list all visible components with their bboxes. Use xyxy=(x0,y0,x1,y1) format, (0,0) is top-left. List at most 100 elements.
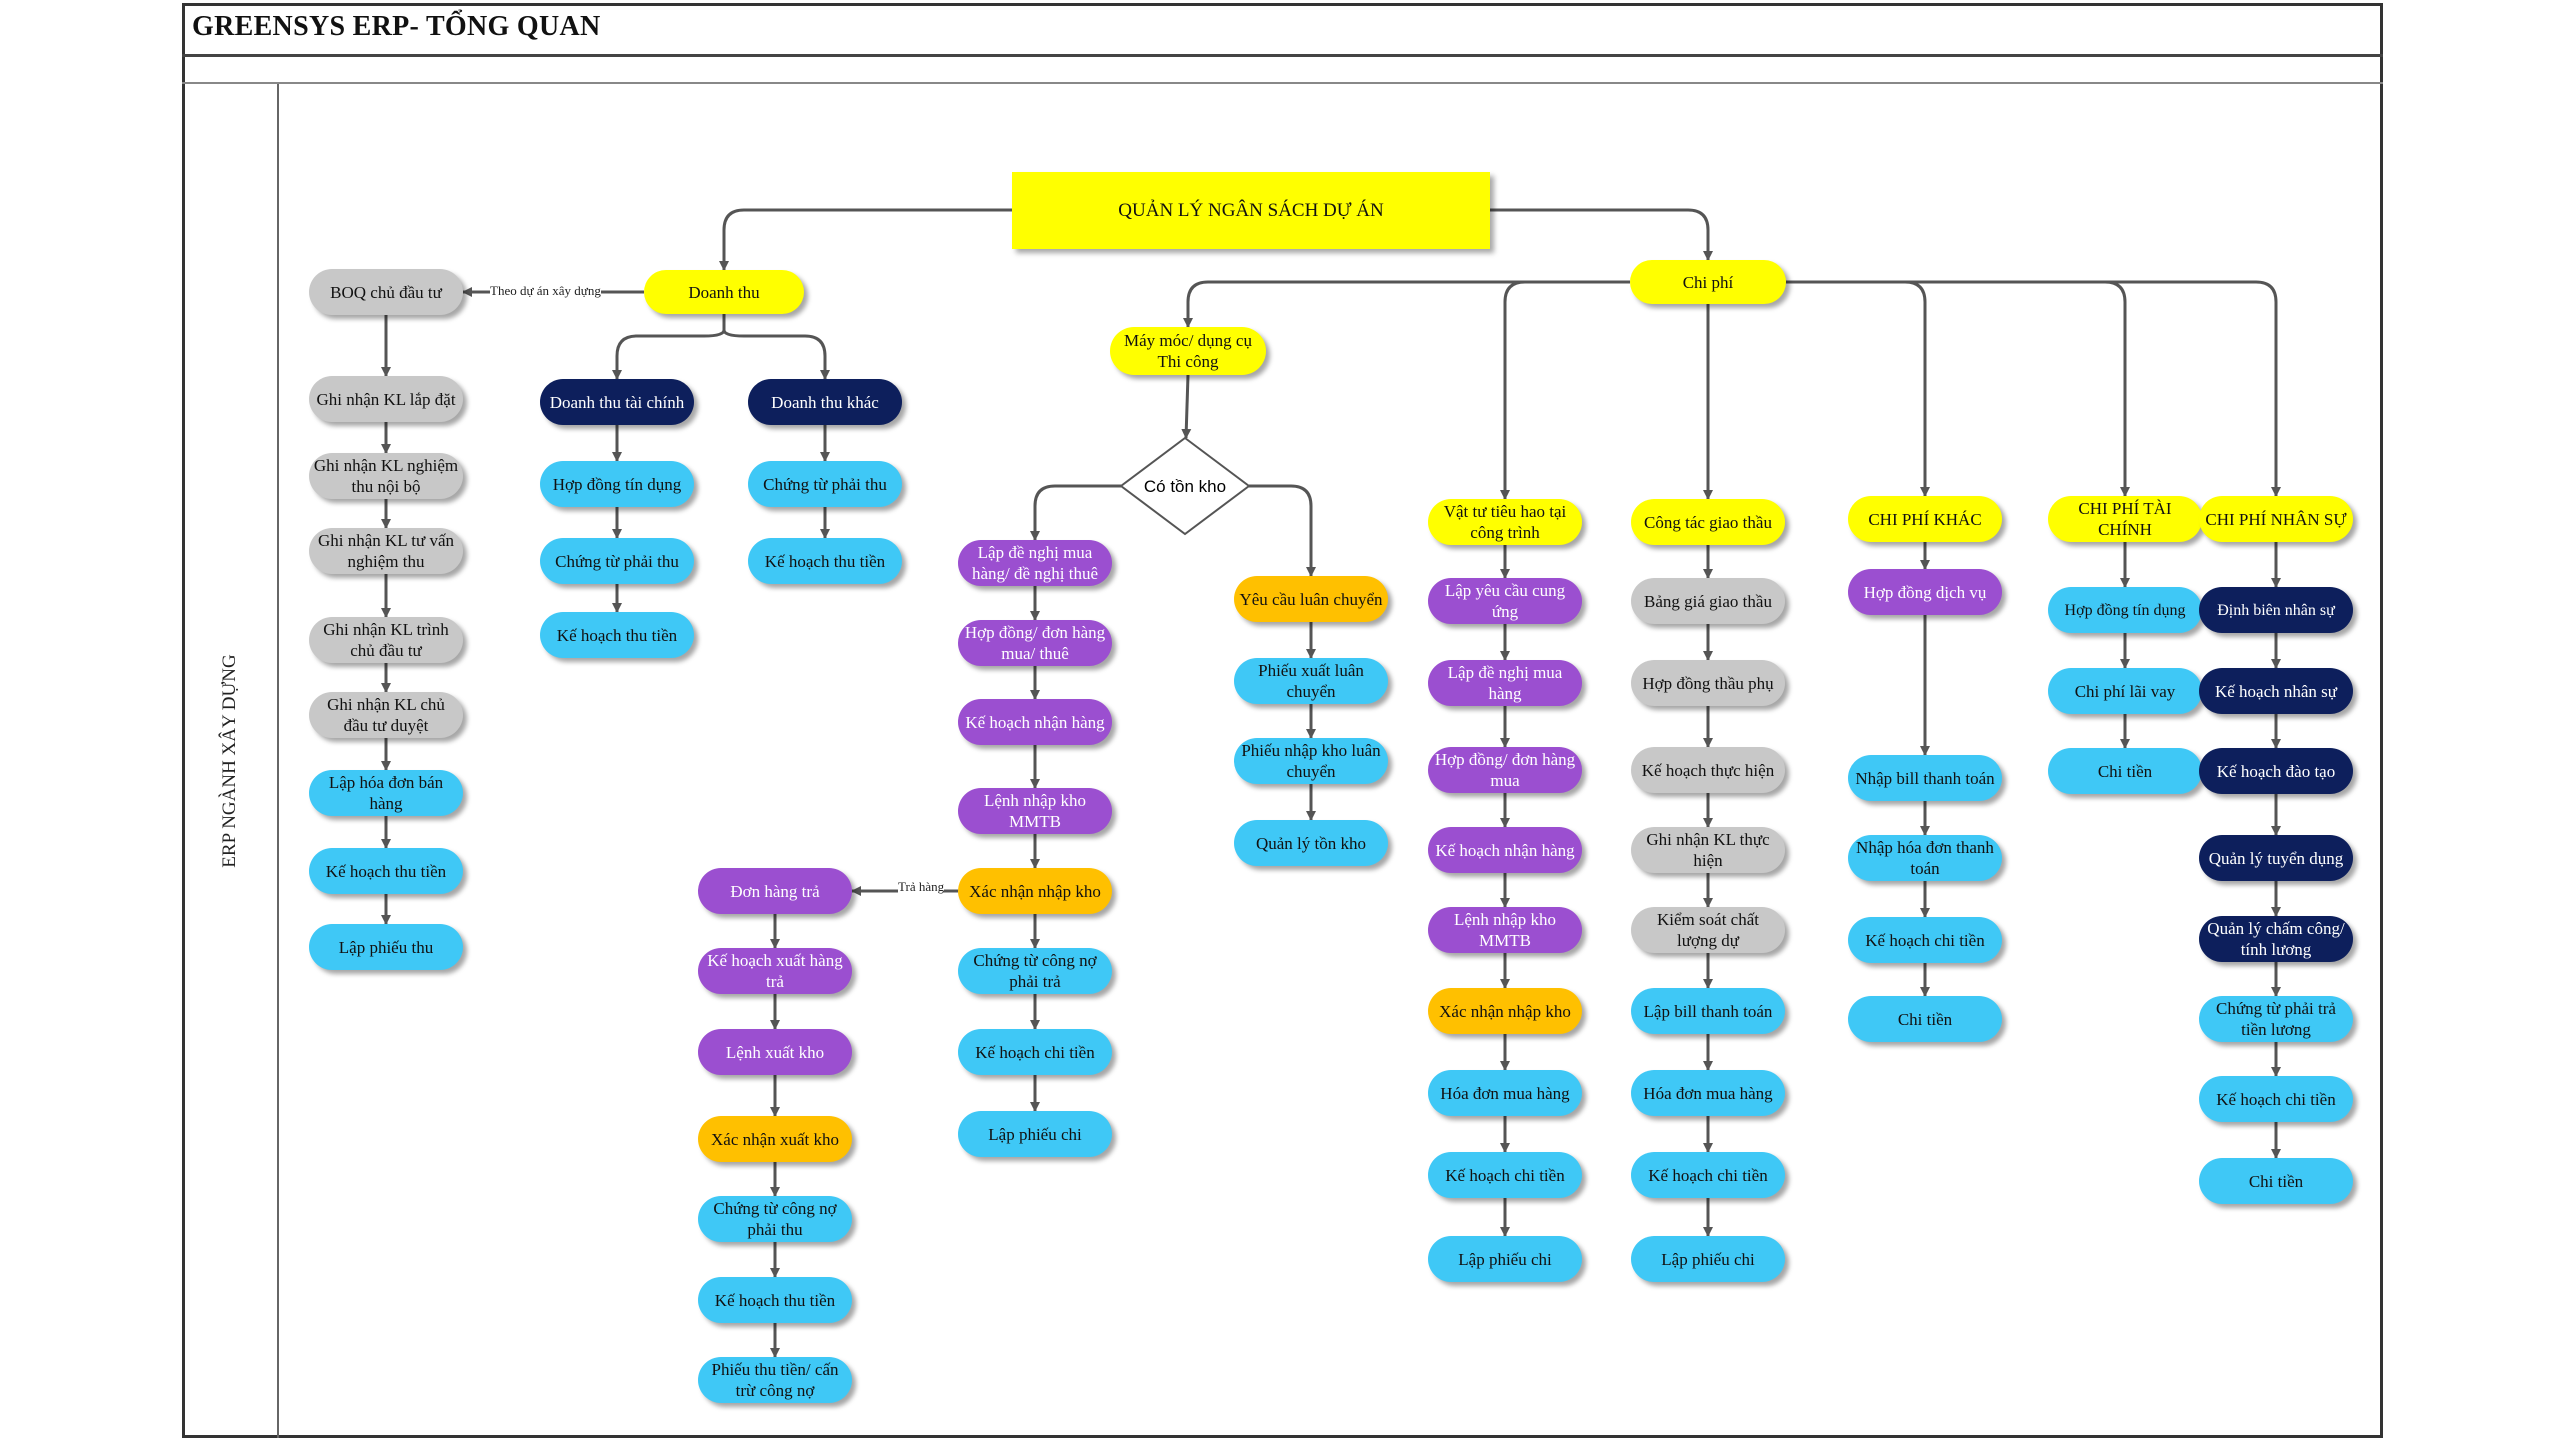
node-kh-chi-2[interactable]: Kế hoạch chi tiền xyxy=(1428,1152,1582,1198)
node-cp-nhan-su[interactable]: CHI PHÍ NHÂN SỰ xyxy=(2199,496,2353,542)
node-label: Doanh thu xyxy=(688,282,759,303)
node-kl-duyet[interactable]: Ghi nhận KL chủ đầu tư duyệt xyxy=(309,692,463,738)
node-ql-ton-kho[interactable]: Quản lý tồn kho xyxy=(1234,820,1388,866)
node-ct-no-phai-thu[interactable]: Chứng từ công nợ phải thu xyxy=(698,1196,852,1242)
node-hd-dich-vu[interactable]: Hợp đồng dịch vụ xyxy=(1848,569,2002,615)
node-chi-phi[interactable]: Chi phí xyxy=(1630,260,1786,304)
node-kl-noi-bo[interactable]: Ghi nhận KL nghiệm thu nội bộ xyxy=(309,453,463,499)
node-phieu-chi-2[interactable]: Lập phiếu chi xyxy=(1428,1236,1582,1282)
node-hd-mua[interactable]: Hợp đồng/ đơn hàng mua xyxy=(1428,747,1582,793)
node-phieu-chi-3[interactable]: Lập phiếu chi xyxy=(1631,1236,1785,1282)
node-boq[interactable]: BOQ chủ đầu tư xyxy=(309,269,463,315)
node-phieu-thu-can-tru[interactable]: Phiếu thu tiền/ cấn trừ công nợ xyxy=(698,1357,852,1403)
node-kh-thu-1[interactable]: Kế hoạch thu tiền xyxy=(309,848,463,894)
node-hd-tin-dung-2[interactable]: Hợp đồng tín dụng xyxy=(2048,587,2202,633)
node-hoa-don-ban[interactable]: Lập hóa đơn bán hàng xyxy=(309,770,463,816)
node-xn-nhap-2[interactable]: Xác nhận nhập kho xyxy=(1428,988,1582,1034)
node-kh-chi-5[interactable]: Kế hoạch chi tiền xyxy=(2199,1076,2353,1122)
connector-decision-yes xyxy=(1249,486,1311,576)
node-label: Kế hoạch chi tiền xyxy=(1865,930,1984,951)
node-ct-phai-thu-2[interactable]: Chứng từ phải thu xyxy=(748,461,902,507)
node-label: Phiếu thu tiền/ cấn trừ công nợ xyxy=(702,1359,848,1401)
node-kh-dao-tao[interactable]: Kế hoạch đào tạo xyxy=(2199,748,2353,794)
node-kh-thuc-hien[interactable]: Kế hoạch thực hiện xyxy=(1631,747,1785,793)
node-label: Lập yêu cầu cung ứng xyxy=(1432,580,1578,622)
node-kh-nhan-2[interactable]: Kế hoạch nhận hàng xyxy=(1428,827,1582,873)
node-root[interactable]: QUẢN LÝ NGÂN SÁCH DỰ ÁN xyxy=(1012,172,1490,249)
node-kh-thu-3[interactable]: Kế hoạch thu tiền xyxy=(748,538,902,584)
node-don-hang-tra[interactable]: Đơn hàng trả xyxy=(698,868,852,914)
node-tuyen-dung[interactable]: Quản lý tuyển dụng xyxy=(2199,835,2353,881)
node-kl-lap-dat[interactable]: Ghi nhận KL lắp đặt xyxy=(309,376,463,422)
node-nhap-hoa-don[interactable]: Nhập hóa đơn thanh toán xyxy=(1848,835,2002,881)
node-bill-tt[interactable]: Lập bill thanh toán xyxy=(1631,988,1785,1034)
node-cham-cong[interactable]: Quản lý chấm công/ tính lương xyxy=(2199,916,2353,962)
node-nhap-bill[interactable]: Nhập bill thanh toán xyxy=(1848,755,2002,801)
node-yc-luan-chuyen[interactable]: Yêu cầu luân chuyển xyxy=(1234,576,1388,622)
node-doanh-thu[interactable]: Doanh thu xyxy=(644,270,804,314)
node-chi-tien-2[interactable]: Chi tiền xyxy=(2048,748,2202,794)
node-kh-chi-1[interactable]: Kế hoạch chi tiền xyxy=(958,1029,1112,1075)
node-kh-thu-2[interactable]: Kế hoạch thu tiền xyxy=(540,612,694,658)
node-de-nghi-mua-thue[interactable]: Lập đề nghị mua hàng/ đề nghị thuê xyxy=(958,540,1112,586)
node-kl-trinh[interactable]: Ghi nhận KL trình chủ đầu tư xyxy=(309,617,463,663)
node-label: Lập hóa đơn bán hàng xyxy=(313,772,459,814)
node-label: Định biên nhân sự xyxy=(2217,600,2335,621)
node-vat-tu[interactable]: Vật tư tiêu hao tại công trình xyxy=(1428,499,1582,545)
node-label: Kế hoạch nhận hàng xyxy=(1435,840,1574,861)
node-kh-xuat-tra[interactable]: Kế hoạch xuất hàng trả xyxy=(698,948,852,994)
node-lai-vay[interactable]: Chi phí lãi vay xyxy=(2048,668,2202,714)
edge-label-tra-hang: Trả hàng xyxy=(898,879,944,895)
node-kh-chi-4[interactable]: Kế hoạch chi tiền xyxy=(1848,917,2002,963)
node-ct-phai-thu-1[interactable]: Chứng từ phải thu xyxy=(540,538,694,584)
node-yc-cung-ung[interactable]: Lập yêu cầu cung ứng xyxy=(1428,578,1582,624)
node-px-luan-chuyen[interactable]: Phiếu xuất luân chuyển xyxy=(1234,658,1388,704)
node-kl-thuc-hien[interactable]: Ghi nhận KL thực hiện xyxy=(1631,827,1785,873)
node-hd-thau-phu[interactable]: Hợp đồng thầu phụ xyxy=(1631,660,1785,706)
node-phieu-chi-1[interactable]: Lập phiếu chi xyxy=(958,1111,1112,1157)
node-kh-chi-3[interactable]: Kế hoạch chi tiền xyxy=(1631,1152,1785,1198)
node-lenh-nhap-2[interactable]: Lệnh nhập kho MMTB xyxy=(1428,907,1582,953)
node-de-nghi-mua[interactable]: Lập đề nghị mua hàng xyxy=(1428,660,1582,706)
node-pn-luan-chuyen[interactable]: Phiếu nhập kho luân chuyển xyxy=(1234,738,1388,784)
node-chi-tien-1[interactable]: Chi tiền xyxy=(1848,996,2002,1042)
node-label: Kế hoạch đào tạo xyxy=(2217,761,2335,782)
node-label: Hợp đồng/ đơn hàng mua/ thuê xyxy=(962,622,1108,664)
node-dt-tai-chinh[interactable]: Doanh thu tài chính xyxy=(540,379,694,425)
node-dinh-bien[interactable]: Định biên nhân sự xyxy=(2199,587,2353,633)
node-giao-thau[interactable]: Công tác giao thầu xyxy=(1631,499,1785,545)
node-cp-khac[interactable]: CHI PHÍ KHÁC xyxy=(1848,496,2002,542)
node-label: Hóa đơn mua hàng xyxy=(1440,1083,1569,1104)
node-may-moc[interactable]: Máy móc/ dụng cụ Thi công xyxy=(1110,327,1266,375)
node-kh-nhan-1[interactable]: Kế hoạch nhận hàng xyxy=(958,699,1112,745)
node-dt-khac[interactable]: Doanh thu khác xyxy=(748,379,902,425)
node-label: Hóa đơn mua hàng xyxy=(1643,1083,1772,1104)
node-lenh-nhap-1[interactable]: Lệnh nhập kho MMTB xyxy=(958,788,1112,834)
node-kh-thu-4[interactable]: Kế hoạch thu tiền xyxy=(698,1277,852,1323)
node-kh-nhan-su[interactable]: Kế hoạch nhân sự xyxy=(2199,668,2353,714)
node-lenh-xuat[interactable]: Lệnh xuất kho xyxy=(698,1029,852,1075)
node-xn-xuat[interactable]: Xác nhận xuất kho xyxy=(698,1116,852,1162)
node-ct-no-phai-tra[interactable]: Chứng từ công nợ phải trả xyxy=(958,948,1112,994)
node-bang-gia[interactable]: Bảng giá giao thầu xyxy=(1631,578,1785,624)
node-chi-tien-3[interactable]: Chi tiền xyxy=(2199,1158,2353,1204)
node-label: BOQ chủ đầu tư xyxy=(330,282,442,303)
node-hd-tin-dung-1[interactable]: Hợp đồng tín dụng xyxy=(540,461,694,507)
node-ct-tien-luong[interactable]: Chứng từ phải trả tiền lương xyxy=(2199,996,2353,1042)
node-label: Công tác giao thầu xyxy=(1644,512,1772,533)
node-label: Ghi nhận KL tư vấn nghiệm thu xyxy=(313,530,459,572)
node-xn-nhap-1[interactable]: Xác nhận nhập kho xyxy=(958,868,1112,914)
node-label: Xác nhận nhập kho xyxy=(1439,1001,1571,1022)
node-hd-mua-thue[interactable]: Hợp đồng/ đơn hàng mua/ thuê xyxy=(958,620,1112,666)
node-kl-tu-van[interactable]: Ghi nhận KL tư vấn nghiệm thu xyxy=(309,528,463,574)
node-label: Chi tiền xyxy=(2249,1171,2303,1192)
node-label: Kế hoạch thu tiền xyxy=(326,861,446,882)
node-hd-mua-hang-2[interactable]: Hóa đơn mua hàng xyxy=(1631,1070,1785,1116)
node-label: Ghi nhận KL chủ đầu tư duyệt xyxy=(313,694,459,736)
node-phieu-thu[interactable]: Lập phiếu thu xyxy=(309,924,463,970)
connector-cp-nhan-su xyxy=(1786,282,2276,496)
node-kiem-soat[interactable]: Kiểm soát chất lượng dự xyxy=(1631,907,1785,953)
node-cp-tai-chinh[interactable]: CHI PHÍ TÀI CHÍNH xyxy=(2048,496,2202,542)
node-label: Quản lý tuyển dụng xyxy=(2209,848,2344,869)
node-hd-mua-hang-1[interactable]: Hóa đơn mua hàng xyxy=(1428,1070,1582,1116)
